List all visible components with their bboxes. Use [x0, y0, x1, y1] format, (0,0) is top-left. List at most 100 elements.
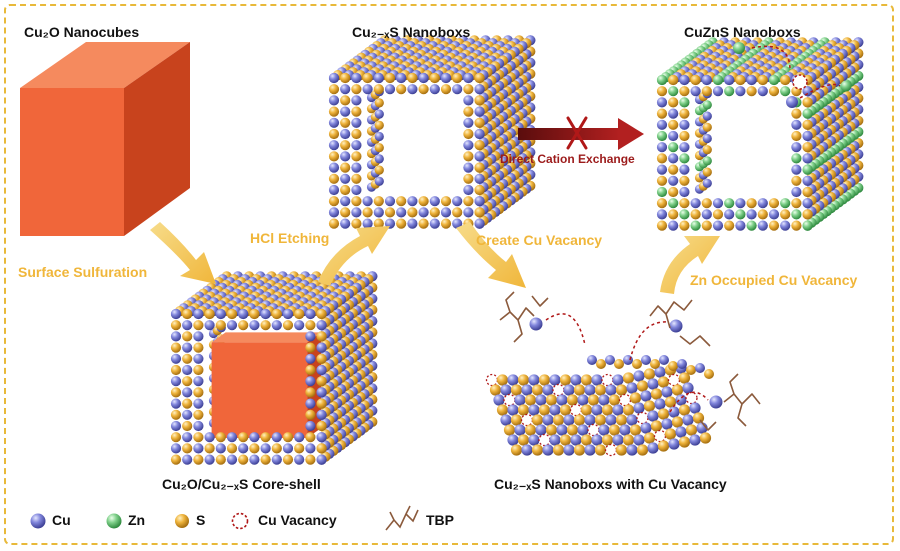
s-atom [340, 207, 351, 218]
s-atom [474, 184, 485, 196]
s-atom [657, 408, 670, 420]
s-atom [668, 119, 679, 130]
s-atom [452, 207, 463, 218]
cu-atom [626, 444, 638, 456]
s-atom [510, 384, 523, 396]
s-atom [294, 308, 305, 320]
surface-sulfuration-arrow [150, 222, 216, 284]
cu-atom [215, 443, 226, 454]
cu-atom [271, 454, 282, 465]
s-atom [351, 106, 362, 117]
s-atom [632, 359, 642, 369]
cu-atom [612, 434, 624, 446]
s-atom [193, 387, 204, 398]
s-atom [679, 130, 690, 142]
s-atom [531, 414, 544, 426]
s-atom [668, 186, 679, 198]
s-atom [474, 162, 485, 173]
s-atom [351, 173, 362, 184]
cu-atom [712, 198, 724, 209]
cu-atom [500, 384, 512, 396]
s-atom [791, 220, 802, 231]
cu-atom [374, 176, 384, 186]
cu-atom [463, 207, 474, 218]
cu-atom [305, 420, 316, 432]
s-atom [305, 454, 316, 465]
s-atom [656, 108, 668, 119]
cu-atom [474, 173, 485, 184]
cu-atom [661, 386, 673, 398]
cu-atom [374, 109, 384, 119]
cu-atom [619, 424, 631, 436]
cu-atom [542, 414, 554, 426]
cu-atom [563, 414, 575, 426]
s-atom [802, 119, 813, 130]
s-atom [474, 207, 485, 218]
s-atom [373, 84, 384, 95]
cu-atom [362, 196, 373, 207]
s-atom [701, 198, 712, 209]
s-atom [440, 196, 452, 207]
cu-atom [791, 142, 802, 153]
s-atom [260, 320, 271, 331]
s-atom [305, 387, 316, 398]
direct-cation-exchange-label: Direct Cation Exchange [500, 152, 635, 166]
cu-atom [463, 72, 474, 84]
s-atom [678, 404, 691, 416]
s-atom [679, 175, 690, 186]
blocked-cross-icon [566, 116, 588, 150]
s-atom [193, 320, 204, 331]
s-atom [170, 409, 182, 420]
cu-atom [452, 218, 463, 229]
tbp-molecule [679, 335, 711, 347]
s-atom [351, 151, 362, 162]
s-atom [182, 308, 193, 320]
zn-atom [702, 156, 712, 166]
cu-atom [463, 95, 474, 106]
zn-atom [780, 198, 791, 209]
cu-atom [656, 209, 668, 220]
s-atom [510, 414, 523, 426]
s-atom [193, 454, 204, 465]
cu-vacancy-site [552, 383, 565, 397]
s-atom [374, 165, 384, 175]
s-atom [650, 388, 663, 400]
s-atom [340, 162, 351, 173]
s-atom [587, 394, 600, 406]
cu-vacancy-site [604, 443, 618, 457]
s-atom [226, 308, 238, 320]
zn-atom [802, 108, 813, 119]
cu-atom [633, 434, 645, 446]
cu-atom [757, 220, 768, 231]
s-atom [328, 173, 340, 184]
s-atom [182, 420, 193, 432]
zn-atom [690, 220, 701, 231]
cu-atom [724, 209, 735, 220]
cu-atom [528, 434, 540, 446]
s-atom [351, 128, 362, 140]
cu-atom [757, 86, 768, 97]
cu-atom [294, 432, 305, 443]
s-atom [656, 198, 668, 209]
cu-atom [429, 196, 440, 207]
s-atom [802, 97, 813, 108]
cu-atom [542, 444, 554, 456]
zn-atom [802, 220, 813, 231]
s-atom [215, 432, 226, 443]
cu-atom [735, 220, 746, 231]
cu-atom [577, 424, 589, 436]
cu-atom [340, 218, 351, 229]
legend-tbp-icon [385, 505, 419, 531]
cu-vacancy-site [601, 373, 614, 387]
s-atom [668, 209, 679, 220]
s-atom [362, 207, 373, 218]
s-atom [615, 444, 628, 456]
cu-atom [373, 207, 384, 218]
cu-atom [170, 398, 182, 409]
cu-atom [647, 378, 659, 390]
cu-atom [577, 394, 589, 406]
cu-atom [654, 398, 666, 410]
s-atom [643, 368, 656, 380]
cu-atom [418, 72, 429, 84]
s-atom [328, 106, 340, 117]
